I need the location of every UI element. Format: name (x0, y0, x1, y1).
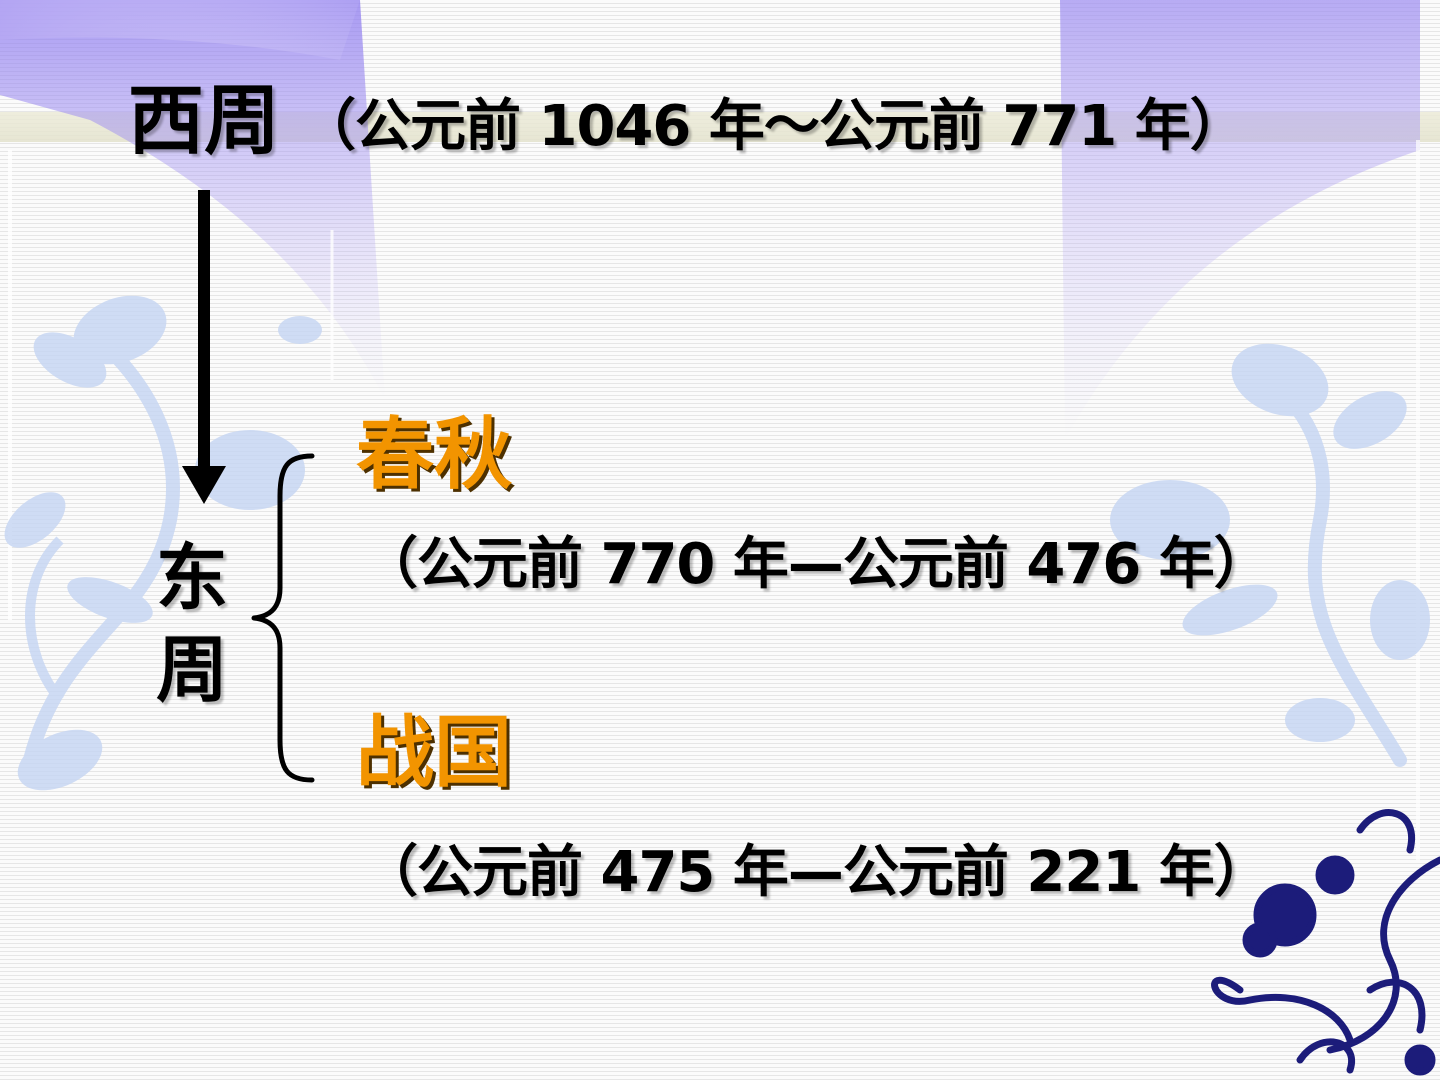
purple-ray-right (1060, 0, 1420, 440)
period-range-spring-autumn: （公元前 770 年—公元前 476 年） (362, 532, 1270, 597)
left-curly-brace-icon (251, 453, 315, 783)
title-western-zhou: 西周 (128, 76, 280, 165)
branch-label-eastern-zhou: 东周 (155, 536, 228, 712)
title-date-range: （公元前 1046 年～公元前 771 年） (300, 94, 1246, 159)
purple-ray-top (0, 0, 360, 60)
period-range-warring-states: （公元前 475 年—公元前 221 年） (362, 840, 1270, 905)
down-arrow-icon (182, 190, 226, 504)
period-name-spring-autumn: 春秋 (356, 410, 513, 500)
period-name-warring-states: 战国 (356, 708, 513, 798)
